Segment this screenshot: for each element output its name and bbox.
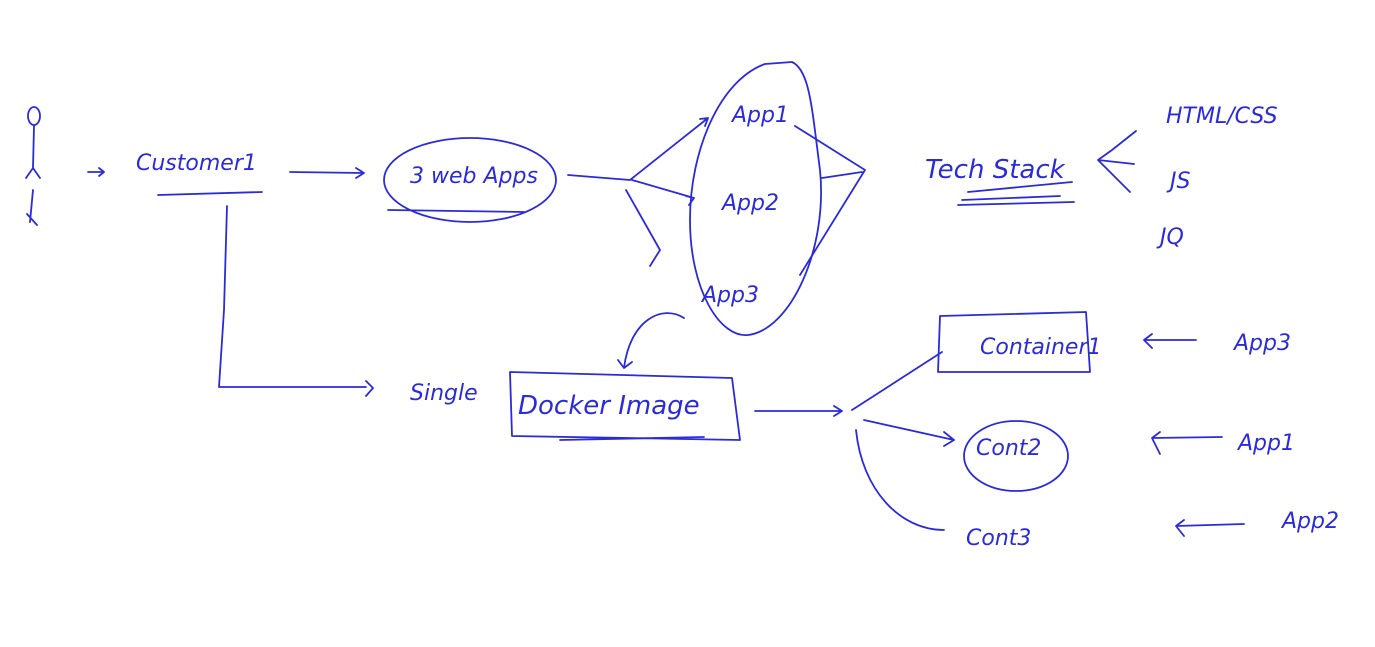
techstack-underline: [957, 181, 1075, 206]
mapping-app3: App3: [1232, 331, 1291, 356]
arrow-user-to-customer: [87, 167, 105, 177]
arrow-docker-to-fanout: [754, 405, 843, 417]
mapping-app1: App1: [1236, 431, 1295, 456]
techstack-brace: [1097, 130, 1137, 193]
arrow-apps-to-docker: [617, 312, 685, 369]
cont2-ellipse: [963, 420, 1069, 492]
line-customer-to-single: [218, 205, 374, 397]
app3-label: App3: [700, 283, 759, 308]
docker-image-box: [509, 371, 741, 441]
techstack-jq: JQ: [1156, 225, 1184, 250]
container1-box: [937, 311, 1091, 373]
cont3-label: Cont3: [966, 526, 1031, 551]
arrow-customer-to-webapps: [289, 167, 365, 179]
docker-image-underline: [559, 436, 705, 441]
single-label: Single: [410, 381, 478, 406]
app1-label: App1: [730, 103, 789, 128]
arrow-app2-to-cont3: [1175, 519, 1245, 537]
apps-ellipse: [689, 61, 822, 336]
webapps-underline: [387, 209, 525, 213]
arrow-app3-to-container1: [1143, 333, 1197, 349]
fan-webapps-to-apps: [567, 117, 709, 267]
docker-image-label: Docker Image: [518, 391, 700, 421]
container1-label: Container1: [980, 335, 1102, 360]
techstack-html-css: HTML/CSS: [1166, 104, 1278, 129]
techstack-label: Tech Stack: [925, 155, 1066, 185]
customer-label: Customer1: [136, 151, 257, 176]
cont2-label: Cont2: [976, 436, 1041, 461]
customer-underline: [157, 191, 263, 196]
arrow-app1-to-cont2: [1151, 431, 1223, 455]
techstack-js: JS: [1166, 169, 1190, 194]
bracket-apps-to-techstack: [794, 125, 866, 276]
app2-label: App2: [720, 191, 779, 216]
webapps-ellipse: [383, 137, 557, 223]
fan-docker-to-containers: [851, 351, 955, 531]
webapps-label: 3 web Apps: [410, 164, 538, 189]
mapping-app2: App2: [1280, 509, 1339, 534]
user-stick-figure-icon: [25, 106, 41, 226]
